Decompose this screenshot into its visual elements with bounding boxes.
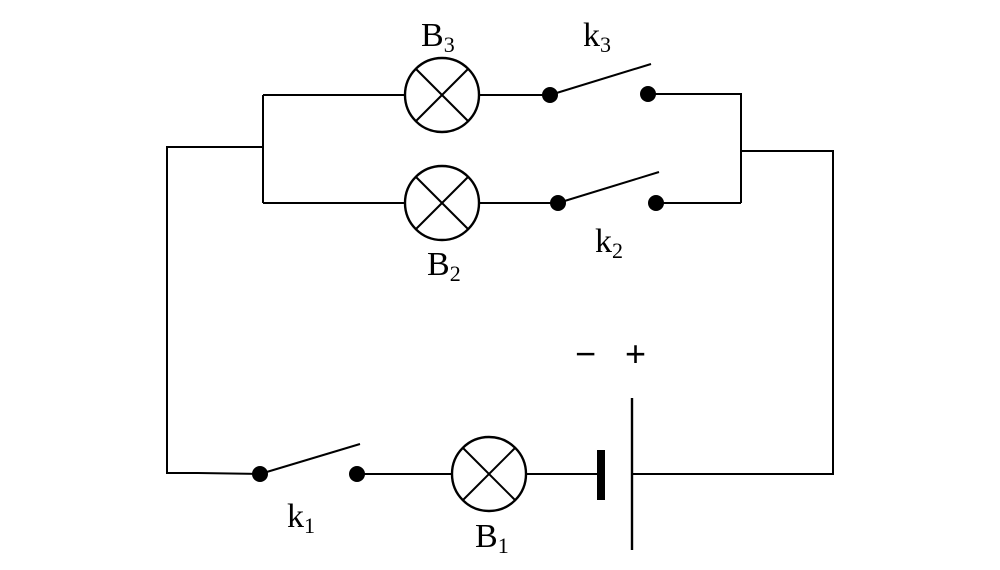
wire-battery-to-right — [632, 150, 834, 475]
battery — [597, 398, 634, 550]
label-b3: B3 — [421, 17, 455, 57]
switch-k3 — [542, 63, 656, 103]
lamp-b3 — [403, 56, 481, 134]
lamp-b1 — [450, 435, 528, 513]
label-b1: B1 — [475, 518, 509, 558]
switch-k1 — [197, 443, 365, 482]
wire-left-loop — [166, 146, 263, 474]
battery-minus-sign: − — [575, 333, 596, 374]
switch-k2 — [550, 171, 664, 211]
label-b2: B2 — [427, 246, 461, 286]
lamp-b2 — [403, 164, 481, 242]
wires — [166, 93, 834, 475]
battery-plus-sign: + — [625, 333, 646, 374]
label-k1: k1 — [287, 498, 315, 538]
label-k3: k3 — [583, 17, 611, 57]
label-k2: k2 — [595, 223, 623, 263]
